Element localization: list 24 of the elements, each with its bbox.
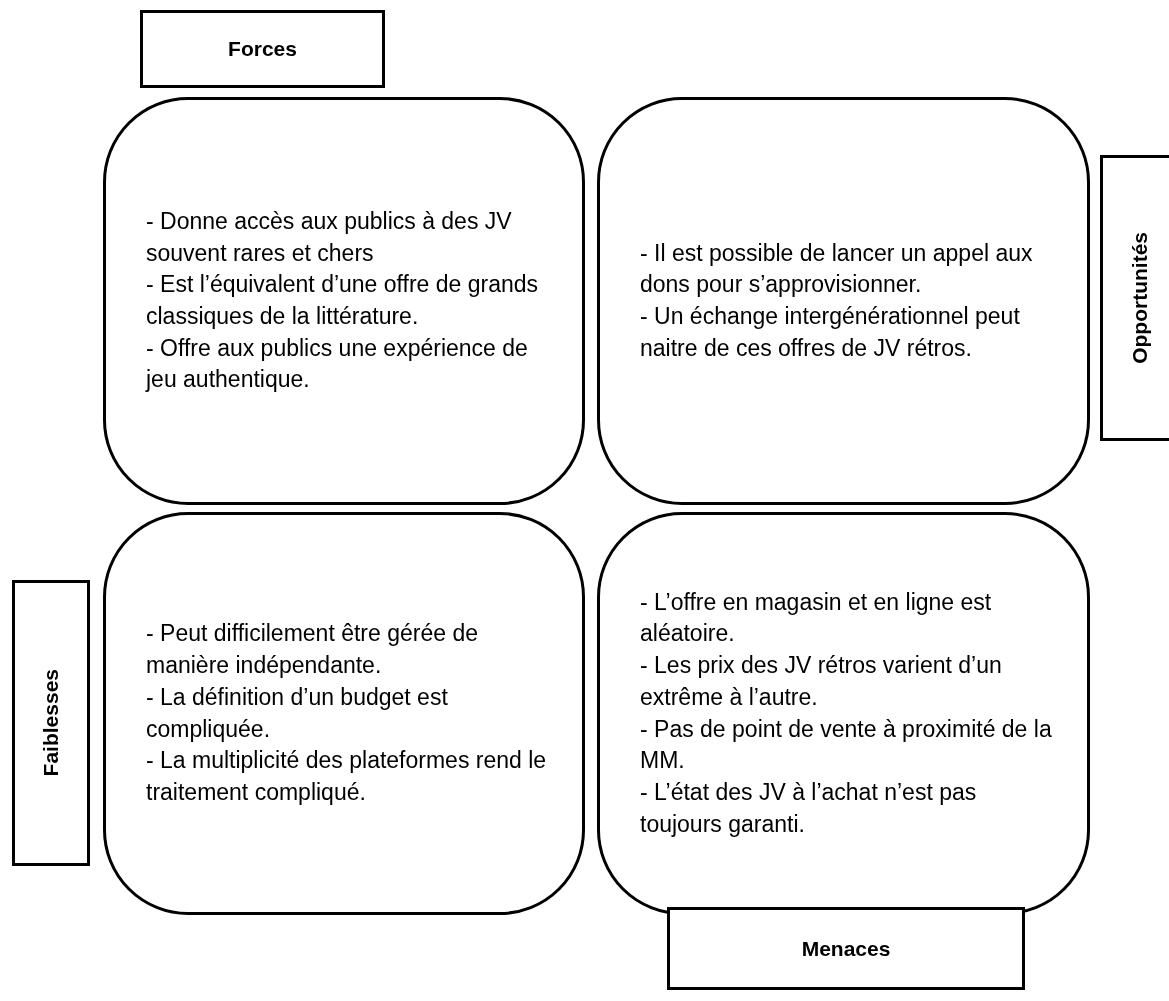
bullet-text: - Il est possible de lancer un appel aux dons pour s’approvisionner.	[640, 238, 1034, 300]
bullet-text: - Offre aux publics une expérience de jeu authentique.	[146, 333, 529, 395]
bullet-text: - Les prix des JV rétros varient d’un extrême à l’autre.	[640, 651, 1003, 712]
heading-label: Faiblesses	[39, 669, 63, 777]
bullet-text: - Un échange intergénérationnel peut naitre de ces offres de JV rétros.	[640, 302, 1021, 363]
heading-label: Opportunités	[1128, 232, 1152, 364]
bullet-text: - Donne accès aux publics à des JV souvent rares et chers	[146, 206, 513, 268]
bullet-text: - Pas de point de vente à proximité de la MM.	[640, 714, 1053, 776]
heading-label: Forces	[228, 37, 297, 61]
rounded-box	[103, 97, 585, 505]
heading-label: Menaces	[801, 936, 891, 961]
bullet-text: - Peut difficilement être gérée de manière indépendante.	[146, 619, 479, 681]
rounded-box	[597, 97, 1090, 505]
label-box	[667, 907, 1025, 990]
rounded-box	[597, 512, 1090, 915]
bullet-text: - L’état des JV à l’achat n’est pas toujours garanti.	[640, 777, 978, 839]
label-box	[1100, 155, 1169, 441]
label-box	[12, 580, 90, 866]
rounded-box	[103, 512, 585, 915]
bullet-text: - La définition d’un budget est compliquée.	[146, 682, 449, 744]
bullet-text: - L’offre en magasin et en ligne est aléatoire.	[640, 587, 993, 649]
bullet-text: - La multiplicité des plateformes rend le traitement compliqué.	[146, 746, 548, 807]
bullet-text: - Est l’équivalent d’une offre de grands classiques de la littérature.	[146, 270, 540, 331]
label-box	[140, 10, 385, 88]
